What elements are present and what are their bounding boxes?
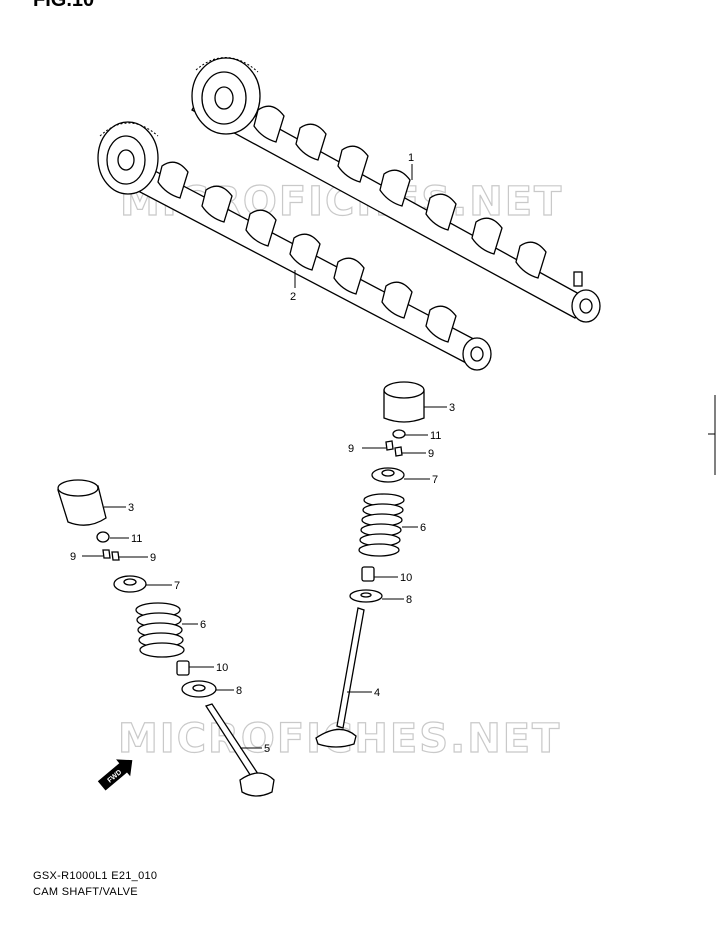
diagram-code: GSX-R1000L1 E21_010 [33, 870, 158, 882]
label-r4: 4 [374, 687, 380, 699]
label-r7: 7 [432, 474, 438, 486]
label-r3: 3 [449, 402, 455, 414]
diagram-title: CAM SHAFT/VALVE [33, 886, 138, 898]
camshaft-1 [191, 57, 601, 323]
right-valve-stack: 3 11 9 9 7 6 10 [315, 381, 455, 748]
label-l3: 3 [128, 502, 134, 514]
label-l9a: 9 [70, 551, 76, 563]
label-l9b: 9 [150, 552, 156, 564]
label-2: 2 [290, 291, 296, 303]
label-l7: 7 [174, 580, 180, 592]
figure-number: FIG.10 [33, 0, 94, 11]
label-r11: 11 [430, 430, 441, 442]
label-l8: 8 [236, 685, 242, 697]
label-l10: 10 [216, 662, 228, 674]
label-l11: 11 [131, 533, 142, 545]
camshaft-2 [97, 121, 492, 371]
label-r6: 6 [420, 522, 426, 534]
label-l5: 5 [264, 743, 270, 755]
label-r8: 8 [406, 594, 412, 606]
label-r9a: 9 [348, 443, 354, 455]
left-valve-stack: 3 11 9 9 7 6 10 8 [57, 479, 275, 797]
label-r10: 10 [400, 572, 412, 584]
label-l6: 6 [200, 619, 206, 631]
label-1: 1 [408, 152, 414, 164]
label-r9b: 9 [428, 448, 434, 460]
